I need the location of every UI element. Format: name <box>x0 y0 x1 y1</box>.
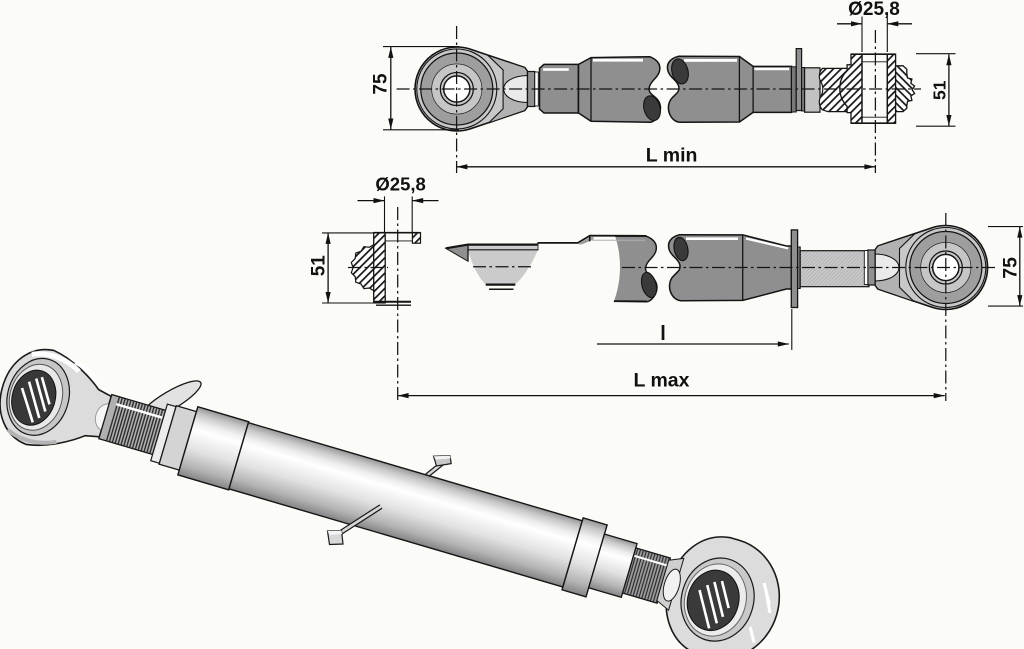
svg-text:75: 75 <box>999 257 1021 279</box>
svg-text:Ø25,8: Ø25,8 <box>375 173 425 194</box>
svg-text:L min: L min <box>646 145 698 167</box>
svg-text:Ø25,8: Ø25,8 <box>848 0 900 20</box>
svg-text:l: l <box>660 323 666 345</box>
svg-text:51: 51 <box>308 255 329 277</box>
svg-text:L max: L max <box>633 370 689 392</box>
svg-text:75: 75 <box>371 73 392 95</box>
svg-text:51: 51 <box>930 80 950 100</box>
